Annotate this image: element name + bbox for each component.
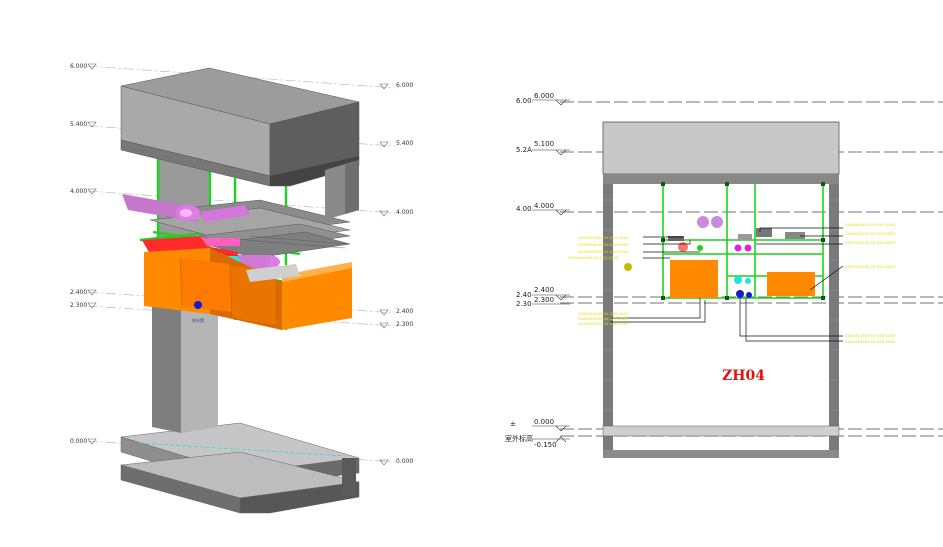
ground-value: -0.150 <box>534 441 557 449</box>
level-label: 4.000 <box>396 209 413 216</box>
annotations-left: XXXXXXXXXX XX XXX XXXX XXXXXXXXXX XX XXX… <box>568 236 629 326</box>
ground-label: 室外标高 <box>505 434 533 443</box>
level-label: 0.000 <box>396 458 413 465</box>
right-wall <box>829 184 839 458</box>
section-beam <box>602 121 840 175</box>
level-label: 5.400 <box>70 121 87 128</box>
room-label: ZH04 <box>722 368 765 384</box>
pipe-tag: 排水管 <box>192 317 204 323</box>
level-label: 6.000 <box>396 82 413 89</box>
level-label: 4.000 <box>70 188 87 195</box>
annotation: XXXXXXXXXX XX XXX XXXX <box>845 265 896 269</box>
annotation: XXXXXXXXXX XX XXX XXXX <box>578 250 629 254</box>
pipe-section <box>697 245 703 251</box>
annotation: XXXXXXXXXX XX XXX XXXX <box>578 243 629 247</box>
level-label: 2.400 <box>70 289 87 296</box>
level-label: 5.400 <box>396 140 413 147</box>
pipe-section <box>734 244 742 252</box>
left-level-markers: 6.000 5.400 4.000 2.400 2.300 0.000 <box>70 63 97 445</box>
floor-marker: ± <box>510 420 516 428</box>
level-label: 4.00 <box>516 205 532 213</box>
orange-ducts <box>144 248 352 330</box>
annotation: XXXXXXXXXX XX XXX XXXX <box>578 312 629 316</box>
floor-slab <box>602 425 840 437</box>
annotation: XXXXXXXXXX XX XXX XXXX <box>578 236 629 240</box>
pink-pipe <box>122 194 280 269</box>
level-label: 6.00 <box>516 97 532 105</box>
ground-slab <box>603 450 839 458</box>
level-label: 2.30 <box>516 300 532 308</box>
level-label: 5.2A <box>516 146 532 154</box>
blue-pipe-end <box>194 301 202 309</box>
annotation: XXXXXXXXXX XX XXX XXXX <box>845 241 896 245</box>
section-level-markers: 6.00 6.000 5.2A 5.100 4.00 4.000 2.40 2.… <box>505 92 570 449</box>
annotation: XXXXXXXXXX XX XXX XXXX <box>845 223 896 227</box>
leader-lines <box>610 227 844 342</box>
level-label: 6.000 <box>70 63 87 70</box>
cable-tray-section <box>756 228 772 237</box>
pipe-section <box>745 278 751 284</box>
annotations-right: XXXXXXXXXX XX XXX XXXX XXXXXXXXXX XX XXX… <box>845 223 896 344</box>
annotation: XXXXXXXXXX XX XXX XXXX <box>568 256 619 260</box>
annotation: XXXXXXXXXX XX XXX XXXX <box>578 322 629 326</box>
floor-value: 0.000 <box>534 418 554 426</box>
level-label: 2.300 <box>70 302 87 309</box>
pipe-section <box>744 244 752 252</box>
pipe-section <box>624 263 632 271</box>
cable-tray-section <box>785 232 805 239</box>
annotation: XXXXXXXXXX XX XXX XXXX <box>578 317 629 321</box>
section-view: 6.00 6.000 5.2A 5.100 4.00 4.000 2.40 2.… <box>505 92 943 458</box>
right-level-markers: 6.000 5.400 4.000 2.400 2.300 0.000 <box>379 82 413 466</box>
pipe-section <box>736 290 744 298</box>
level-label: 2.300 <box>396 321 413 328</box>
pipe-section <box>711 216 723 228</box>
bottom-slab <box>120 422 360 514</box>
annotation: XXXXXXXXXX XX XXX XXXX <box>845 340 896 344</box>
pipe-section <box>734 276 742 284</box>
axonometric-view: 6.000 5.400 4.000 2.400 2.300 0.000 6.00… <box>70 63 413 514</box>
annotation: XXXXXXXXXX XX XXX XXXX <box>845 334 896 338</box>
level-value: 4.000 <box>534 202 554 210</box>
level-label: 0.000 <box>70 438 87 445</box>
cable-tray-section <box>738 234 752 240</box>
section-beam-soffit <box>603 174 839 184</box>
duct-section <box>767 272 815 296</box>
annotation: XXXXXXXXXX XX XXX XXXX <box>845 232 896 236</box>
pipe-section <box>678 242 688 252</box>
level-value: 2.300 <box>534 296 554 304</box>
level-value: 6.000 <box>534 92 554 100</box>
cable-tray-section <box>668 236 684 241</box>
pipe-section <box>697 216 709 228</box>
duct-section <box>670 260 718 298</box>
upper-beam <box>120 67 360 220</box>
left-wall <box>603 184 613 458</box>
level-label: 2.400 <box>396 308 413 315</box>
level-value: 5.100 <box>534 140 554 148</box>
pipe-section <box>746 292 752 298</box>
support-nodes <box>661 182 825 300</box>
level-value: 2.400 <box>534 286 554 294</box>
level-label: 2.40 <box>516 291 532 299</box>
